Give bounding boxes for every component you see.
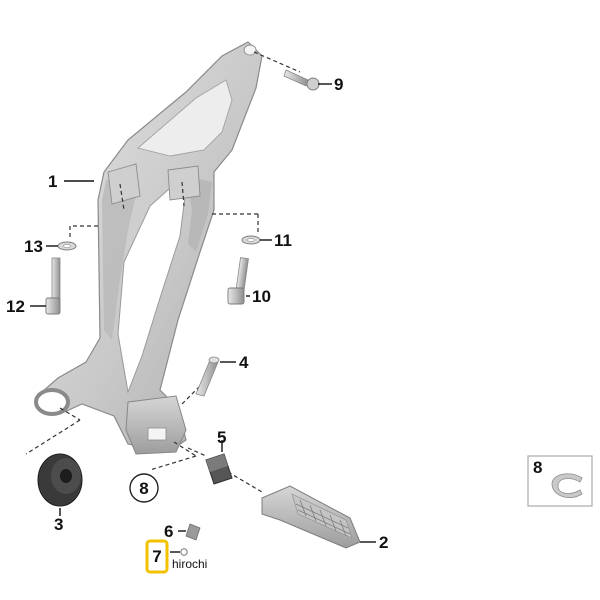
inset-clip-8: 8 (527, 455, 593, 507)
washer-11 (241, 235, 261, 245)
callout-8-circle: 8 (129, 473, 159, 503)
watermark-text: hirochi (172, 557, 207, 571)
callout-7-highlight: 7 (145, 539, 169, 574)
pin-4 (195, 356, 220, 397)
bolt-10 (227, 257, 249, 305)
callout-2: 2 (379, 533, 388, 552)
rubber-damper-3 (37, 453, 83, 507)
footrest-bracket (34, 41, 263, 455)
foot-peg-2 (261, 485, 361, 549)
assembly-axes (25, 51, 301, 493)
callout-7: 7 (152, 547, 161, 566)
bushing-5 (205, 453, 233, 485)
bolt-12 (45, 257, 61, 315)
bolt-9 (283, 69, 320, 91)
inset-callout-8: 8 (533, 458, 542, 477)
washer-13 (57, 241, 77, 251)
callout-9: 9 (334, 75, 343, 94)
callout-13: 13 (24, 237, 43, 256)
leader-lines (30, 83, 376, 553)
callout-8: 8 (139, 479, 148, 498)
spring-6 (185, 523, 201, 541)
callout-3: 3 (54, 515, 63, 534)
callout-6: 6 (164, 522, 173, 541)
callout-5: 5 (217, 428, 226, 447)
ball-7 (180, 548, 188, 556)
callout-12: 12 (6, 297, 25, 316)
callout-4: 4 (239, 353, 249, 372)
callout-11: 11 (274, 231, 292, 250)
callout-1: 1 (48, 172, 57, 191)
callout-10: 10 (252, 287, 271, 306)
